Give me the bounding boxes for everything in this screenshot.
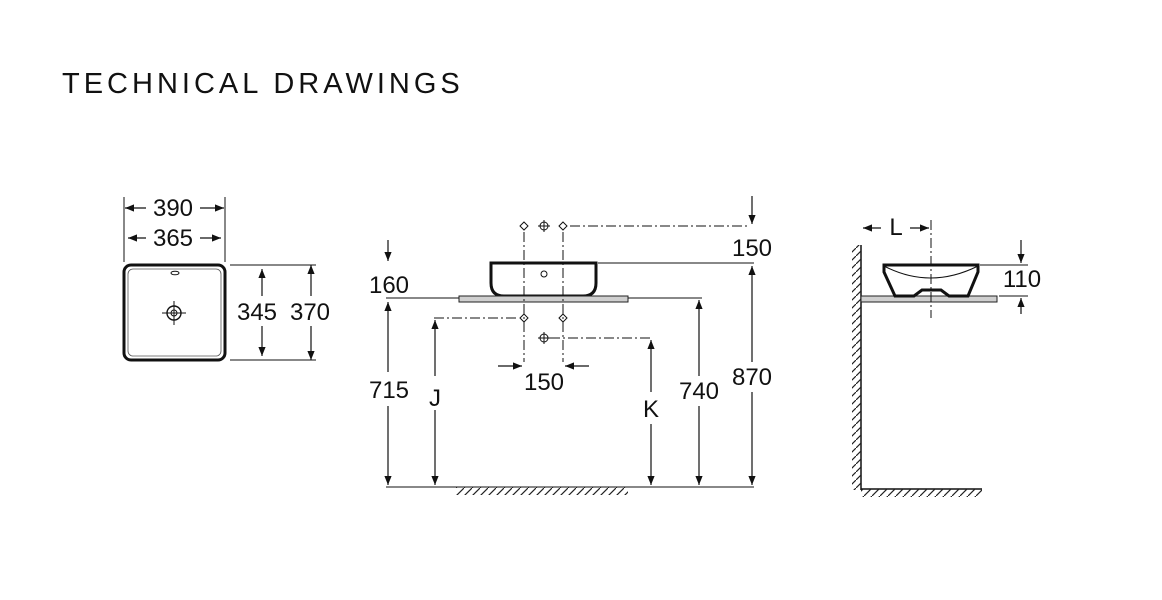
floor-hatch-side — [861, 489, 982, 497]
basin-outline — [122, 263, 227, 362]
label-l: L — [889, 214, 902, 241]
countertop — [458, 295, 629, 303]
dim-345: 345 — [237, 299, 277, 326]
dim-390: 390 — [153, 195, 193, 222]
label-k: K — [643, 396, 659, 423]
page-title: TECHNICAL DRAWINGS — [62, 68, 464, 100]
dim-870: 870 — [732, 364, 772, 391]
dim-365: 365 — [153, 225, 193, 252]
dim-waste-spacing-150: 150 — [524, 369, 564, 396]
label-j: J — [429, 385, 441, 412]
wall-hatch — [852, 245, 861, 490]
overflow-hole — [540, 270, 548, 278]
side-view: L 110 — [852, 214, 1041, 497]
top-view: 390 365 345 370 — [122, 195, 330, 362]
dim-tap-height-150: 150 — [732, 235, 772, 262]
tap-symbols-bottom — [519, 313, 568, 344]
dim-basin-height-160: 160 — [369, 272, 409, 299]
tap-symbols-top — [519, 220, 568, 232]
basin-inner-outline — [127, 268, 222, 357]
front-view: 150 160 715 J 150 K 740 870 — [369, 196, 772, 495]
dim-715: 715 — [369, 377, 409, 404]
dim-370: 370 — [290, 299, 330, 326]
overflow-hole — [170, 270, 180, 276]
basin-front — [489, 261, 598, 298]
dim-110: 110 — [1003, 266, 1041, 293]
drain-icon — [162, 301, 186, 325]
dim-740: 740 — [679, 378, 719, 405]
countertop-side — [860, 295, 998, 303]
floor-hatch — [456, 487, 628, 495]
